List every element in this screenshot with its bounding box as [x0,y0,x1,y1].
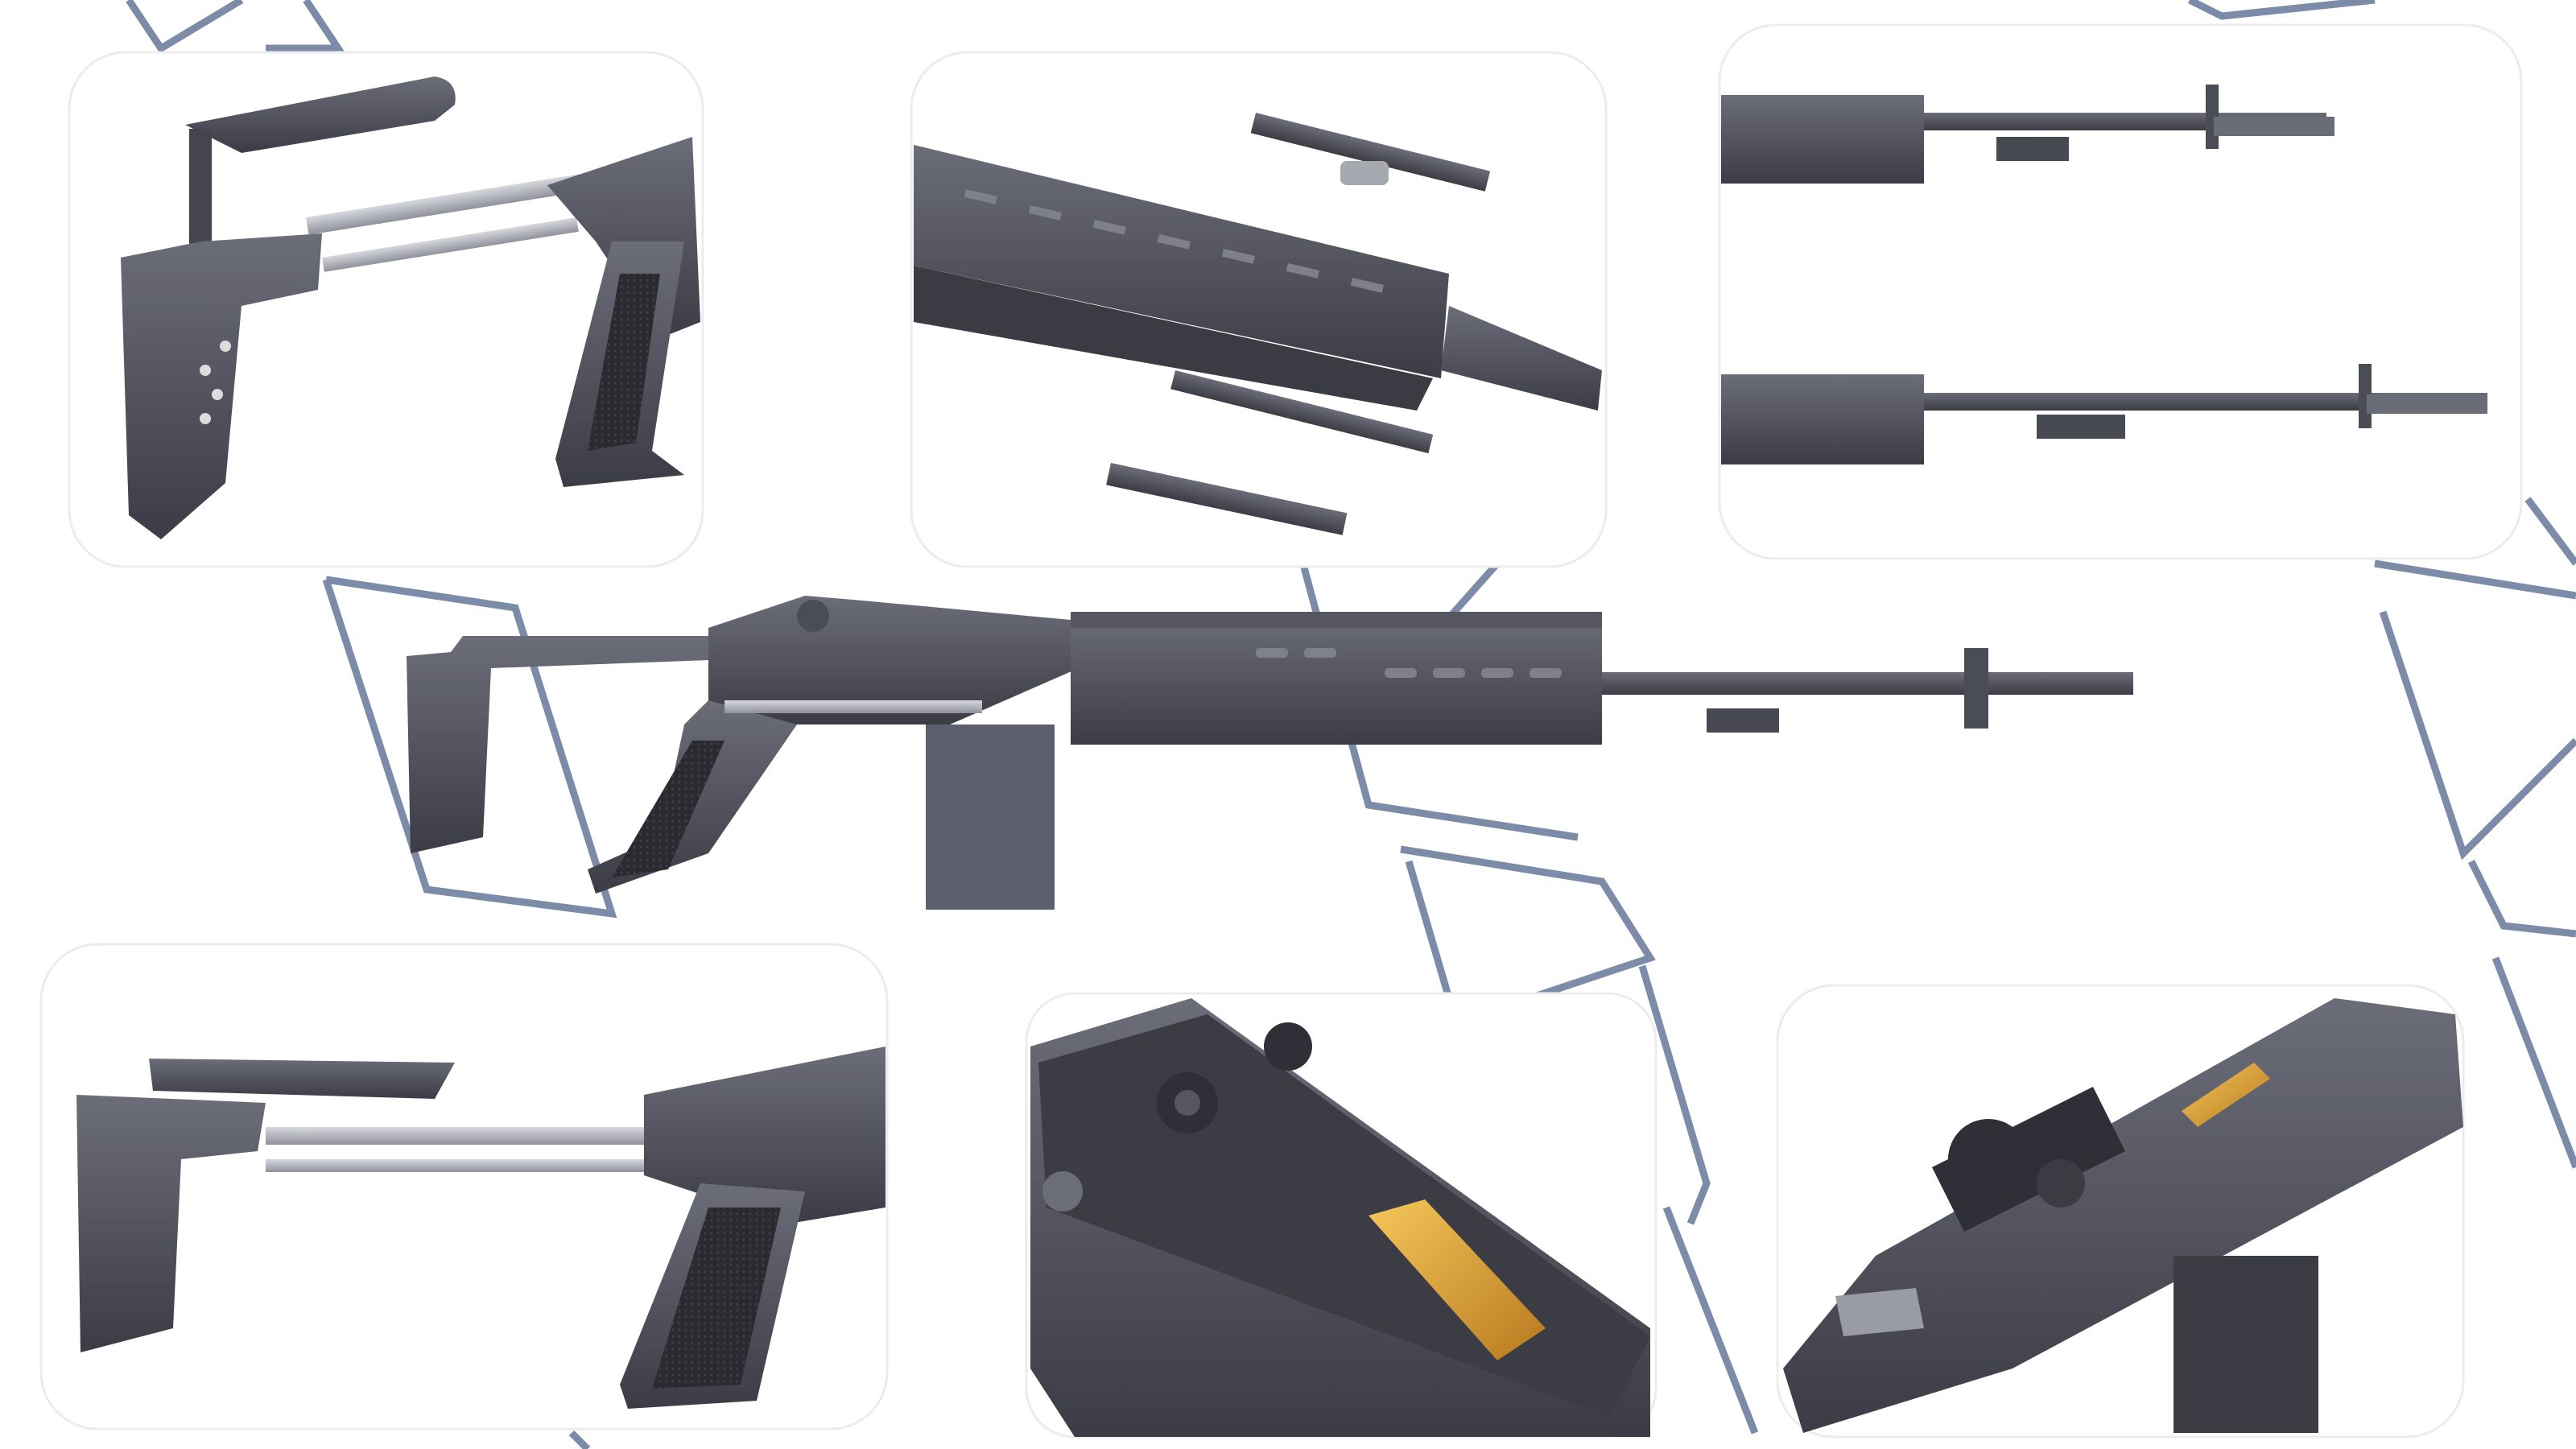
panel-sight-closeup [1776,984,2465,1439]
rifle-main-render [407,596,2133,910]
barrel-short [1721,85,2334,184]
panel-receiver-closeup [1025,992,1657,1439]
panel-stock-extended [39,943,889,1430]
panel-stock-folded [68,51,704,568]
panel-barrel-comparison [1718,23,2523,560]
barrel-long [1721,364,2487,464]
panel-handguard-exploded [910,51,1608,568]
